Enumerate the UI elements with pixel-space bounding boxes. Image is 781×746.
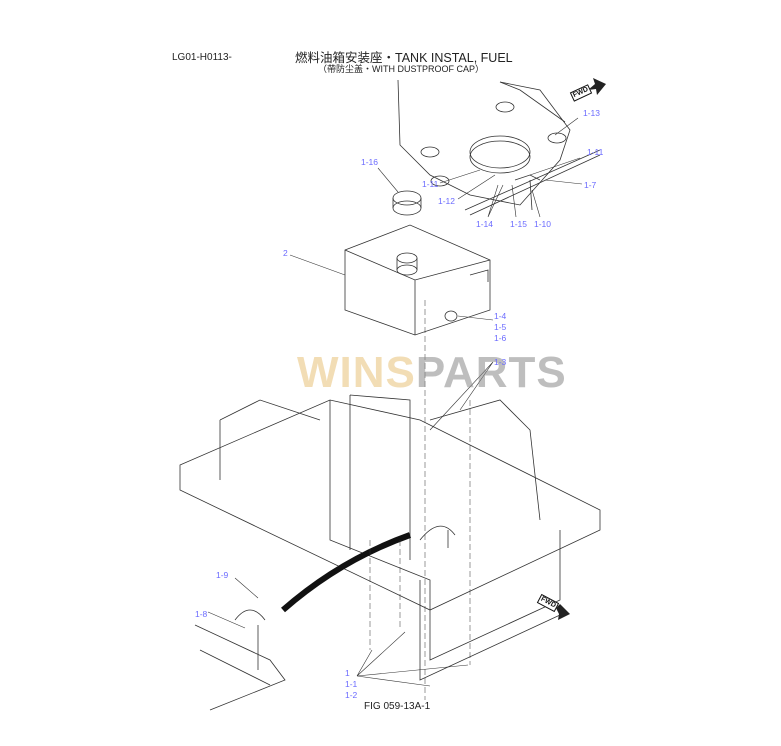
callout-1-14[interactable]: 1-14 [476, 219, 494, 229]
clamp-detail-drawing [194, 609, 286, 711]
page-title: 燃料油箱安装座・TANK INSTAL, FUEL [295, 51, 513, 65]
callout-1-9[interactable]: 1-9 [216, 570, 229, 580]
callout-1-3[interactable]: 1-3 [494, 357, 507, 367]
callout-1-7[interactable]: 1-7 [584, 180, 597, 190]
leader-lines [207, 117, 583, 687]
fwd-arrow-icon [556, 78, 606, 620]
callout-2[interactable]: 2 [283, 248, 288, 258]
callout-1-10[interactable]: 1-10 [534, 219, 552, 229]
callout-1-16[interactable]: 1-16 [361, 157, 379, 167]
callout-1-8[interactable]: 1-8 [195, 609, 208, 619]
upper-frame-drawing [397, 79, 601, 216]
callout-1-11[interactable]: 1-11 [587, 147, 604, 157]
callout-1-12[interactable]: 1-12 [438, 196, 456, 206]
fuel-tank-drawing [344, 224, 491, 336]
callout-1-4[interactable]: 1-4 [494, 311, 507, 321]
callout-1-6[interactable]: 1-6 [494, 333, 507, 343]
drawing-code: LG01-H0113- [172, 52, 232, 63]
base-frame-drawing [179, 300, 601, 700]
callout-1-5[interactable]: 1-5 [494, 322, 507, 332]
watermark: WINSPARTS [297, 348, 567, 397]
dustproof-cap-drawing [392, 190, 422, 216]
callout-1[interactable]: 1 [345, 668, 350, 678]
callout-1-1[interactable]: 1-1 [345, 679, 358, 689]
figure-label: FIG 059-13A-1 [364, 701, 431, 712]
callout-1-15[interactable]: 1-15 [510, 219, 528, 229]
callout-1-13[interactable]: 1-13 [583, 108, 601, 118]
callout-1-2[interactable]: 1-2 [345, 690, 358, 700]
callout-1-11[interactable]: 1-11 [422, 179, 439, 189]
page-subtitle: （帶防尘盖・WITH DUSTPROOF CAP） [318, 64, 484, 74]
